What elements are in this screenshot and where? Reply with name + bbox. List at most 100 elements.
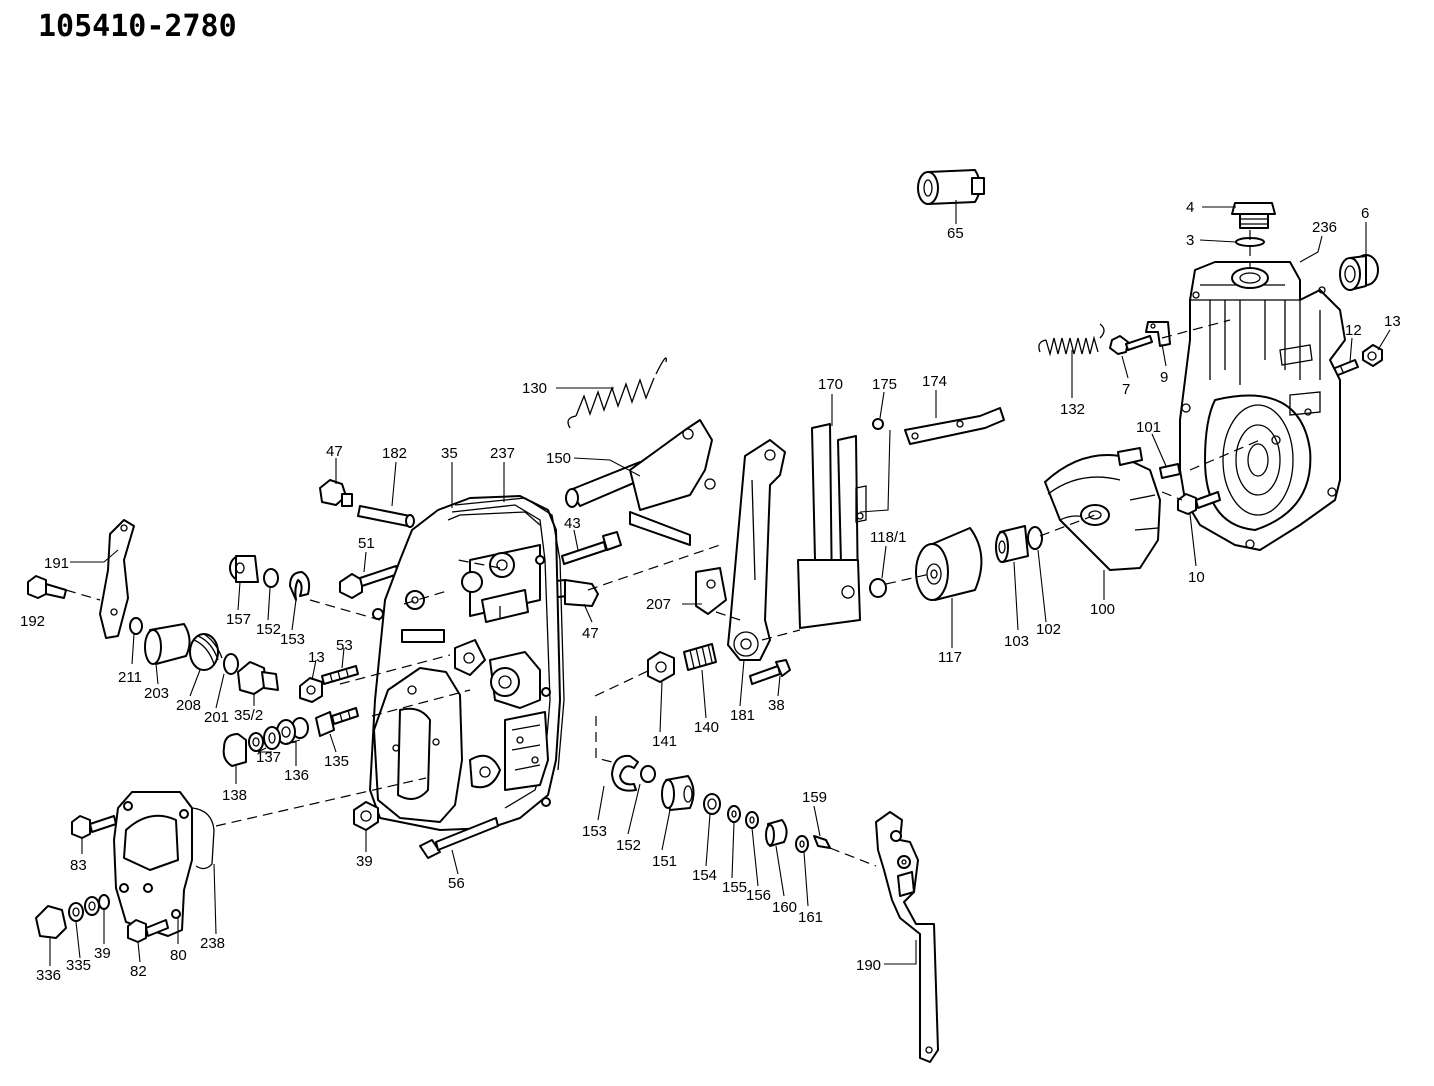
label-39-lower: 39 xyxy=(94,945,111,962)
label-152-lower: 152 xyxy=(616,837,641,854)
part-washer-156 xyxy=(745,811,759,829)
part-spring-132 xyxy=(1038,323,1105,357)
part-gasket-237 xyxy=(454,497,565,771)
label-336: 336 xyxy=(36,967,61,984)
part-cover-plate xyxy=(373,667,549,823)
part-clip-175 xyxy=(872,418,884,430)
part-cover-80 xyxy=(113,791,193,937)
part-screw-135 xyxy=(315,707,359,737)
label-191: 191 xyxy=(44,555,69,572)
label-141: 141 xyxy=(652,733,677,750)
label-9: 9 xyxy=(1160,369,1168,386)
label-13-right: 13 xyxy=(1384,313,1401,330)
part-lever-191 xyxy=(99,519,135,639)
part-spring-208 xyxy=(189,633,223,671)
label-35: 35 xyxy=(441,445,458,462)
label-100: 100 xyxy=(1090,601,1115,618)
label-140: 140 xyxy=(694,719,719,736)
part-lever-170 xyxy=(797,423,867,629)
label-137: 137 xyxy=(256,749,281,766)
label-150: 150 xyxy=(546,450,571,467)
part-flyweight-100 xyxy=(1044,447,1161,571)
part-bolt-47-top xyxy=(319,479,353,507)
label-65: 65 xyxy=(947,225,964,242)
label-151: 151 xyxy=(652,853,677,870)
part-spring-140 xyxy=(683,643,717,671)
label-153-upper: 153 xyxy=(280,631,305,648)
part-sleeve-160 xyxy=(765,819,788,847)
part-washer-211 xyxy=(129,617,143,635)
label-201: 201 xyxy=(204,709,229,726)
part-plug-4 xyxy=(1231,202,1276,229)
part-key-159 xyxy=(813,835,831,849)
part-link-174 xyxy=(904,407,1005,445)
part-washer-161 xyxy=(795,835,809,853)
label-170: 170 xyxy=(818,376,843,393)
part-bolt-56 xyxy=(419,817,499,859)
part-labels: 65 4 3 236 6 12 13 9 7 132 101 10 130 17… xyxy=(20,199,1401,984)
label-80: 80 xyxy=(170,947,187,964)
label-43: 43 xyxy=(564,515,581,532)
label-51: 51 xyxy=(358,535,375,552)
label-174: 174 xyxy=(922,373,947,390)
label-159: 159 xyxy=(802,789,827,806)
part-washer-118-1 xyxy=(869,578,887,598)
label-152-upper: 152 xyxy=(256,621,281,638)
part-pin-182 xyxy=(357,505,415,528)
part-ring-154 xyxy=(703,793,721,815)
part-bolt-7 xyxy=(1109,335,1153,355)
label-47-center: 47 xyxy=(582,625,599,642)
label-181: 181 xyxy=(730,707,755,724)
part-sleeve-117 xyxy=(915,527,983,601)
part-nut-13-left xyxy=(299,677,323,703)
label-211: 211 xyxy=(118,669,142,686)
part-sleeve-151 xyxy=(661,775,695,811)
part-washer-39-lower xyxy=(98,894,110,910)
part-nut-141 xyxy=(647,651,675,683)
label-38: 38 xyxy=(768,697,785,714)
part-clip-153-upper xyxy=(289,571,311,601)
part-bolt-82 xyxy=(127,919,169,943)
part-lever-190 xyxy=(875,811,939,1063)
label-236: 236 xyxy=(1312,219,1337,236)
part-bracket-9 xyxy=(1145,321,1171,347)
part-washers-335 xyxy=(68,896,100,922)
part-washer-102 xyxy=(1027,526,1043,550)
leader-lines xyxy=(49,200,1391,966)
part-governor-housing xyxy=(1179,261,1346,551)
part-block-207 xyxy=(695,567,727,615)
label-102: 102 xyxy=(1036,621,1061,638)
label-203: 203 xyxy=(144,685,169,702)
label-190: 190 xyxy=(856,957,881,974)
label-39-center: 39 xyxy=(356,853,373,870)
part-washers-136 xyxy=(276,717,309,745)
part-nut-13-right xyxy=(1362,344,1383,367)
label-161: 161 xyxy=(798,909,823,926)
part-ring-152-upper xyxy=(263,568,279,588)
label-35-2: 35/2 xyxy=(234,707,263,724)
part-key-101 xyxy=(1159,463,1181,479)
part-clip-153-lower xyxy=(611,754,639,792)
part-washer-155 xyxy=(727,805,741,823)
label-237: 237 xyxy=(490,445,515,462)
part-screw-43 xyxy=(561,531,622,565)
label-335: 335 xyxy=(66,957,91,974)
label-118-1: 118/1 xyxy=(870,529,906,546)
part-lever-181 xyxy=(727,439,786,661)
label-175: 175 xyxy=(872,376,897,393)
part-nut-39-center xyxy=(353,801,379,831)
label-6: 6 xyxy=(1361,205,1369,222)
part-bolt-83 xyxy=(71,815,117,839)
label-4: 4 xyxy=(1186,199,1194,216)
label-182: 182 xyxy=(382,445,407,462)
label-155: 155 xyxy=(722,879,747,896)
label-238: 238 xyxy=(200,935,225,952)
label-13-left: 13 xyxy=(308,649,325,666)
part-fitting-35-2 xyxy=(237,661,279,695)
part-gasket-238 xyxy=(191,807,215,870)
label-130: 130 xyxy=(522,380,547,397)
label-156: 156 xyxy=(746,887,771,904)
label-160: 160 xyxy=(772,899,797,916)
label-12: 12 xyxy=(1345,322,1362,339)
label-136: 136 xyxy=(284,767,309,784)
